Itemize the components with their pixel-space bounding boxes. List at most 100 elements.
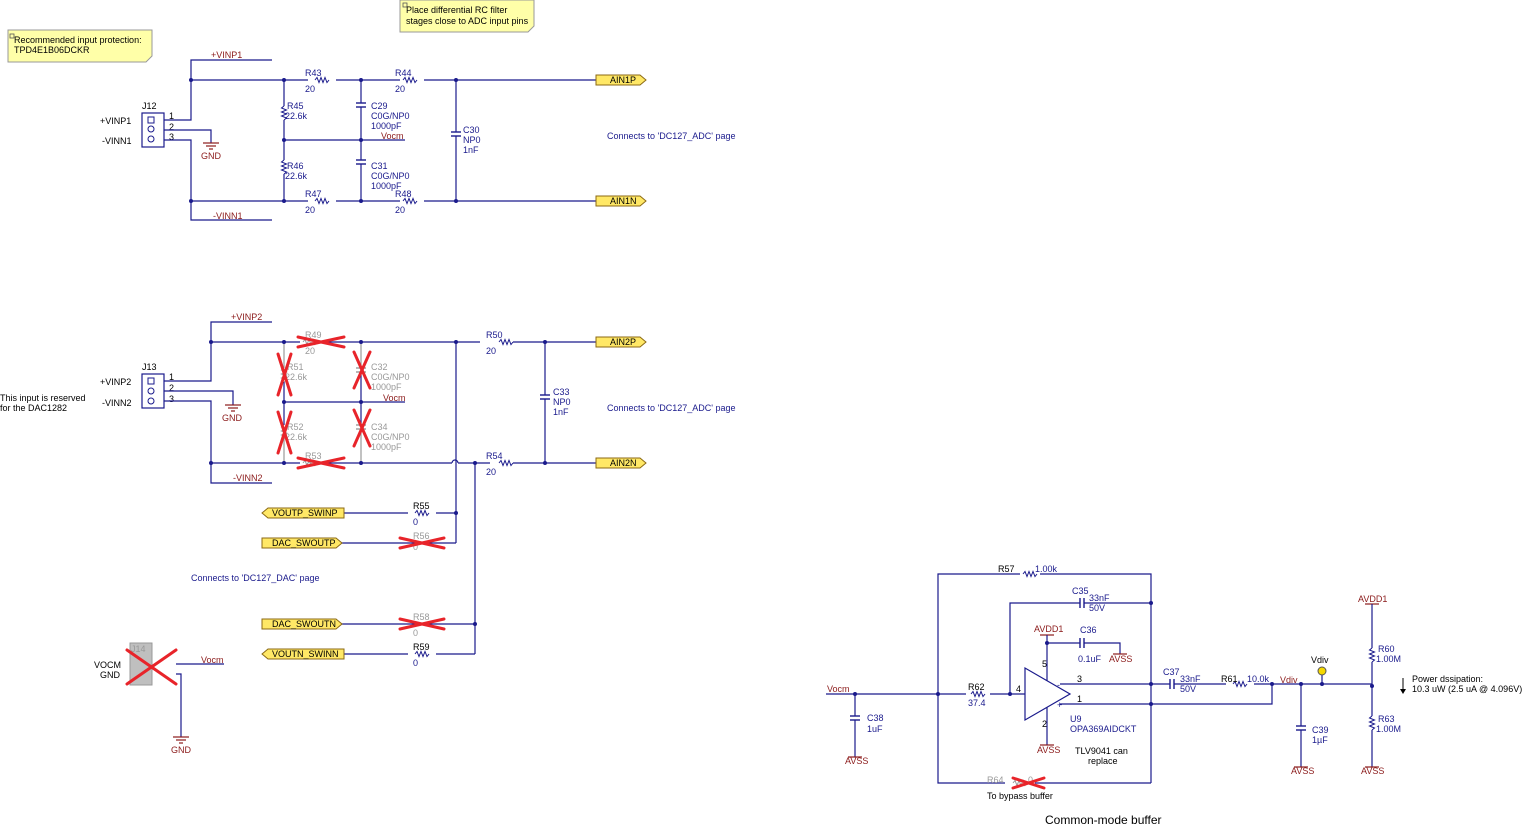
r50-resistor (498, 339, 514, 345)
svg-text:20: 20 (395, 84, 405, 94)
svg-text:R57: R57 (998, 564, 1015, 574)
svg-text:22.6k: 22.6k (285, 432, 308, 442)
svg-text:U9: U9 (1070, 714, 1082, 724)
note-rc-filter-line1: Place differential RC filter (406, 5, 507, 15)
j14-gnd-net-label: GND (171, 745, 192, 755)
svg-text:1µF: 1µF (1312, 735, 1328, 745)
r60-resistor (1369, 647, 1375, 663)
svg-text:C0G/NP0: C0G/NP0 (371, 171, 410, 181)
svg-text:C36: C36 (1080, 625, 1097, 635)
svg-text:C30: C30 (463, 125, 480, 135)
common-mode-buffer-section: Vocm R62 37.4 AVSS C38 1uF R57 1.00k C35… (826, 564, 1522, 827)
vinp1-net-label: +VINP1 (211, 50, 242, 60)
j14-section: J14 VOCM GND Vocm GND (94, 642, 224, 755)
svg-text:R47: R47 (305, 189, 322, 199)
ain1p-port: AIN1P (595, 74, 647, 86)
r43-resistor (314, 77, 330, 83)
svg-text:R63: R63 (1378, 714, 1395, 724)
svg-text:0: 0 (413, 658, 418, 668)
svg-text:AVSS: AVSS (1361, 766, 1384, 776)
svg-text:20: 20 (305, 346, 315, 356)
svg-text:10.0k: 10.0k (1247, 674, 1270, 684)
vocm-net-label-2: Vocm (383, 393, 406, 403)
j13-vinn2-label: -VINN2 (102, 398, 132, 408)
svg-text:1.00M: 1.00M (1376, 654, 1401, 664)
svg-text:1.00k: 1.00k (1035, 564, 1058, 574)
svg-text:C32: C32 (371, 362, 388, 372)
vdiv-test-point-label: Vdiv (1311, 655, 1329, 665)
r55-resistor (414, 510, 430, 516)
svg-text:VOUTN_SWINN: VOUTN_SWINN (272, 649, 339, 659)
j13-label: J13 (142, 362, 157, 372)
svg-text:C37: C37 (1163, 667, 1180, 677)
bypass-note: To bypass buffer (987, 791, 1053, 801)
svg-text:50V: 50V (1089, 603, 1105, 613)
input2-section: J13 1 2 3 +VINP2 -VINN2 This input is re… (0, 312, 736, 484)
svg-text:5: 5 (1042, 659, 1047, 669)
svg-text:OPA369AIDCKT: OPA369AIDCKT (1070, 724, 1137, 734)
svg-text:1000pF: 1000pF (371, 442, 402, 452)
svg-text:R53: R53 (305, 451, 322, 461)
tlv-note-line2: replace (1088, 756, 1118, 766)
ain1n-port: AIN1N (595, 195, 647, 207)
svg-text:R58: R58 (413, 612, 430, 622)
svg-text:R64: R64 (987, 775, 1004, 785)
svg-text:33nF: 33nF (1089, 593, 1110, 603)
r44-resistor (402, 77, 418, 83)
svg-text:R49: R49 (305, 330, 322, 340)
svg-text:NP0: NP0 (553, 397, 571, 407)
r48-resistor (402, 198, 418, 204)
power-note-line2: 10.3 uW (2.5 uA @ 4.096V) (1412, 684, 1522, 694)
svg-text:R48: R48 (395, 189, 412, 199)
j13-gnd-label: GND (222, 413, 243, 423)
reserved-note-line1: This input is reserved (0, 393, 86, 403)
r63-resistor (1369, 715, 1375, 731)
vdiv-net-label: Vdiv (1280, 675, 1298, 685)
svg-text:3: 3 (169, 394, 174, 404)
voutp-swinp-port: VOUTP_SWINP (261, 507, 345, 519)
reserved-note-line2: for the DAC1282 (0, 403, 67, 413)
vocm-net-label-4: Vocm (827, 684, 850, 694)
svg-text:20: 20 (486, 346, 496, 356)
r47-resistor (314, 198, 330, 204)
svg-text:C38: C38 (867, 713, 884, 723)
svg-text:37.4: 37.4 (968, 698, 986, 708)
svg-text:AIN1N: AIN1N (610, 196, 637, 206)
svg-text:R46: R46 (287, 161, 304, 171)
svg-text:R43: R43 (305, 68, 322, 78)
input1-section: J12 1 2 3 +VINP1 -VINN1 GND +VINP1 -VINN… (100, 50, 736, 221)
note-input-protection: Recommended input protection: TPD4E1B06D… (7, 29, 153, 63)
j12-vinp1-label: +VINP1 (100, 116, 131, 126)
svg-text:22.6k: 22.6k (285, 171, 308, 181)
note-input-protection-line2: TPD4E1B06DCKR (14, 45, 90, 55)
svg-text:AIN2P: AIN2P (610, 337, 636, 347)
power-note-line1: Power dssipation: (1412, 674, 1483, 684)
j14-connector-body (129, 642, 153, 686)
svg-text:VOUTP_SWINP: VOUTP_SWINP (272, 508, 338, 518)
svg-text:2: 2 (169, 383, 174, 393)
svg-text:1: 1 (1077, 694, 1082, 704)
svg-text:R50: R50 (486, 330, 503, 340)
j12-gnd-label: GND (201, 151, 222, 161)
svg-text:20: 20 (305, 205, 315, 215)
ain2p-port: AIN2P (595, 336, 647, 348)
svg-text:2: 2 (1042, 719, 1047, 729)
note-rc-filter: Place differential RC filter stages clos… (399, 0, 535, 33)
voutn-swinn-port: VOUTN_SWINN (261, 648, 345, 660)
r59-resistor (414, 651, 430, 657)
svg-text:AVSS: AVSS (1109, 654, 1132, 664)
j14-vocm-label: VOCM (94, 660, 121, 670)
connects-adc-1: Connects to 'DC127_ADC' page (607, 131, 736, 141)
svg-text:0: 0 (413, 517, 418, 527)
svg-text:R54: R54 (486, 451, 503, 461)
svg-text:R62: R62 (968, 682, 985, 692)
vdiv-test-point[interactable] (1317, 666, 1327, 676)
svg-text:+: + (1057, 700, 1062, 710)
j14-gnd-label: GND (100, 670, 121, 680)
svg-text:C0G/NP0: C0G/NP0 (371, 372, 410, 382)
svg-text:1nF: 1nF (553, 407, 569, 417)
svg-text:2: 2 (169, 122, 174, 132)
svg-text:1000pF: 1000pF (371, 181, 402, 191)
svg-text:R59: R59 (413, 642, 430, 652)
svg-text:C0G/NP0: C0G/NP0 (371, 432, 410, 442)
